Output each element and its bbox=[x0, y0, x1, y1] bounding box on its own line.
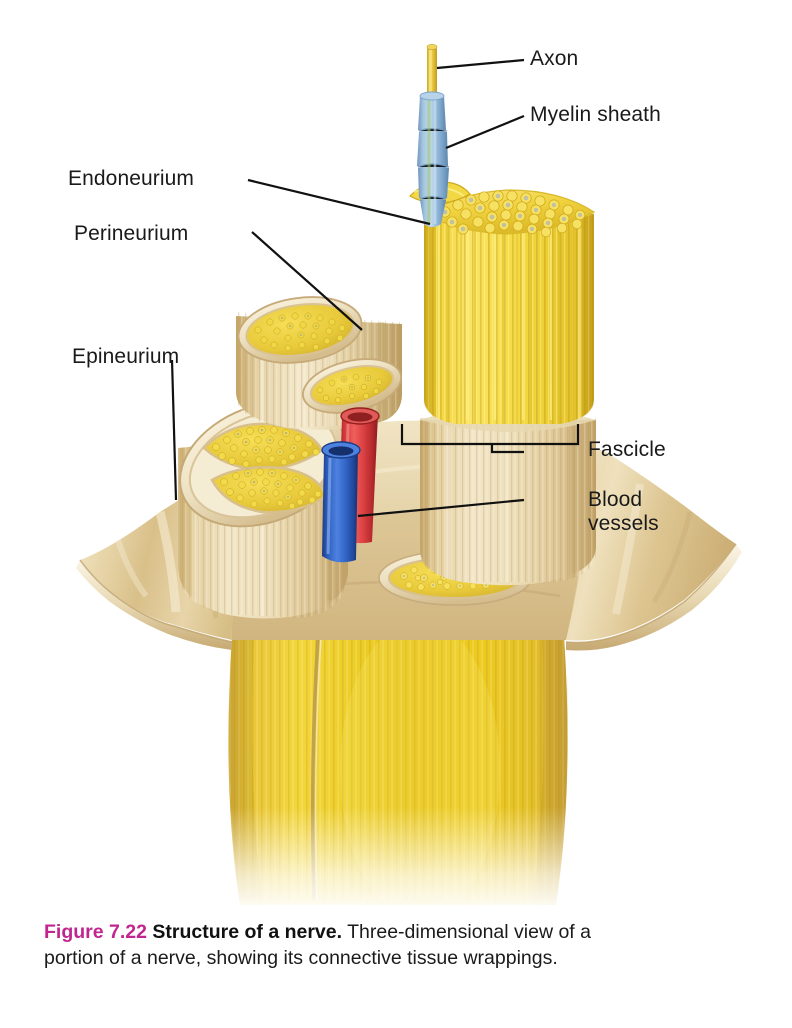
vein bbox=[321, 441, 361, 563]
label-endoneurium: Endoneurium bbox=[68, 167, 195, 190]
figure-description: Three-dimensional view of a portion of a… bbox=[44, 921, 591, 969]
leader-perineurium bbox=[251, 231, 363, 331]
label-axon: Axon bbox=[530, 47, 579, 70]
leader-blood-vessels bbox=[357, 498, 525, 518]
label-blood-vessels: Blood vessels bbox=[588, 488, 659, 535]
label-myelin-sheath: Myelin sheath bbox=[530, 103, 661, 126]
label-blood-vessels-line2: vessels bbox=[588, 511, 659, 535]
label-perineurium: Perineurium bbox=[74, 222, 189, 245]
blood-vessels bbox=[321, 407, 380, 563]
figure-title: Structure of a nerve. bbox=[152, 921, 343, 943]
myelin-sheath bbox=[417, 91, 450, 227]
fascicle-upper-left bbox=[236, 296, 402, 430]
leader-epineurium bbox=[170, 359, 178, 501]
figure-caption: Figure 7.22 Structure of a nerve. Three-… bbox=[44, 920, 644, 971]
fascicle-top bbox=[409, 181, 596, 424]
leader-lines bbox=[170, 58, 580, 518]
leader-endoneurium bbox=[247, 178, 431, 226]
fascicle-right bbox=[420, 405, 596, 586]
axon-bundle-lobes bbox=[202, 422, 328, 514]
axon-cross-sections-top bbox=[439, 190, 586, 238]
label-fascicle: Fascicle bbox=[588, 438, 666, 461]
leader-fascicle-bracket bbox=[400, 424, 580, 454]
nerve-fiber-projection bbox=[417, 44, 450, 227]
nerve-trunk bbox=[210, 630, 590, 915]
leader-myelin-sheath bbox=[445, 114, 525, 150]
label-blood-vessels-line1: Blood bbox=[588, 488, 643, 511]
leader-axon bbox=[436, 58, 525, 70]
figure-number: Figure 7.22 bbox=[44, 921, 147, 943]
label-epineurium: Epineurium bbox=[72, 345, 180, 368]
fascicle-large-left bbox=[178, 400, 348, 619]
